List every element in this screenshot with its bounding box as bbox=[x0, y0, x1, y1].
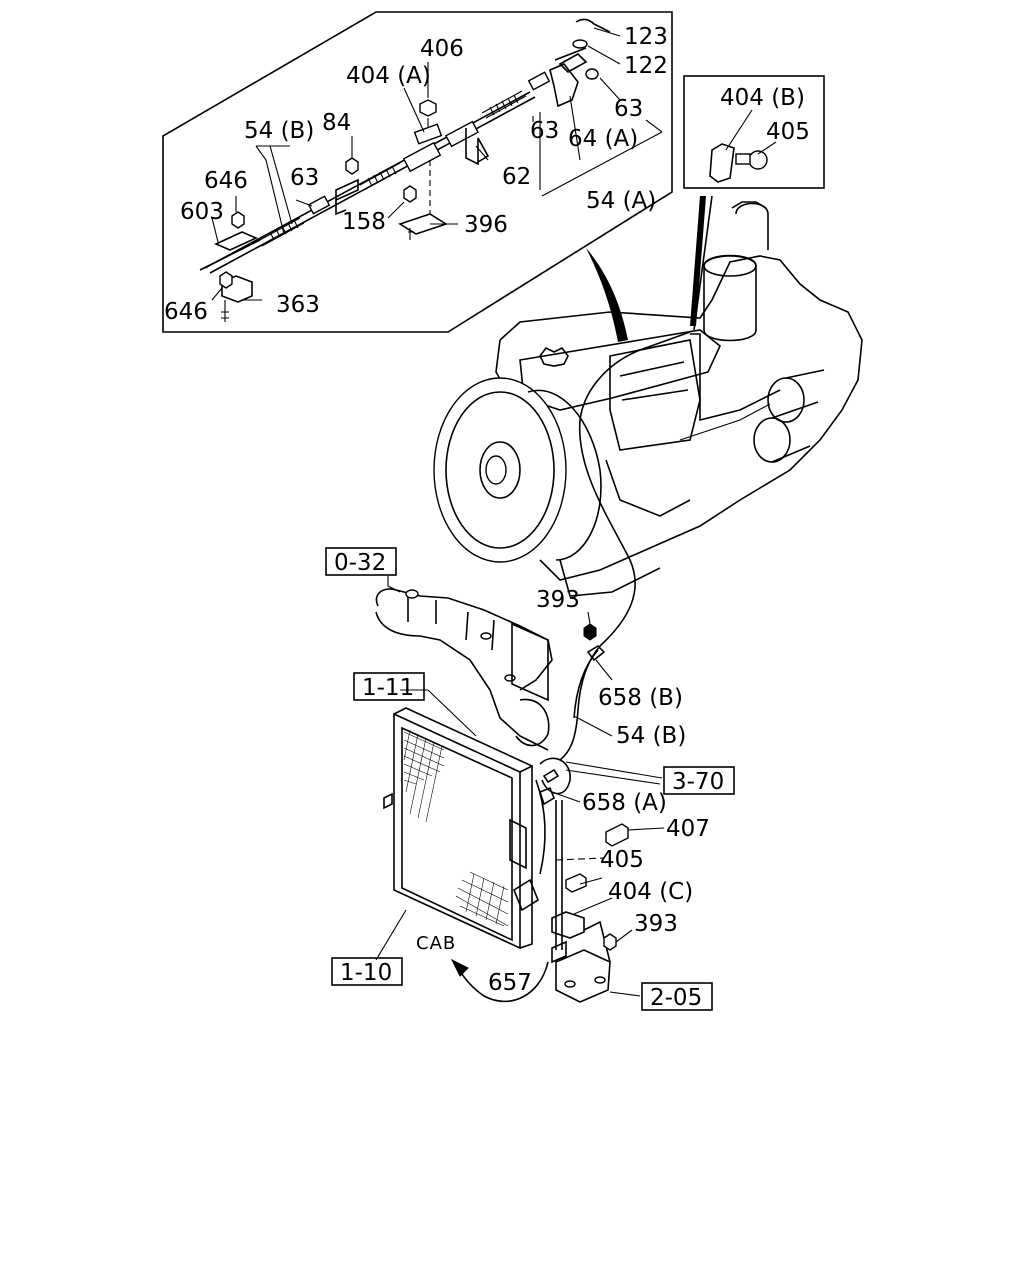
bracket-84 bbox=[335, 157, 359, 216]
callout-646-bottom: 646 bbox=[164, 299, 208, 325]
callout-658b: 658 (B) bbox=[598, 685, 683, 711]
callout-64a: 64 (A) bbox=[568, 126, 638, 152]
callout-84: 84 bbox=[322, 110, 351, 136]
callout-393-bottom: 393 bbox=[634, 911, 678, 937]
lower-leaders bbox=[375, 576, 665, 997]
callout-396: 396 bbox=[464, 212, 508, 238]
reference-labels: 0-32 1-11 3-70 1-10 2-05 bbox=[334, 550, 724, 1011]
radiator bbox=[383, 707, 571, 950]
callout-405-inset: 405 bbox=[766, 119, 810, 145]
callout-658a: 658 (A) bbox=[582, 790, 667, 816]
callout-393-top: 393 bbox=[536, 587, 580, 613]
lower-cable bbox=[450, 623, 629, 1003]
radiator-mesh bbox=[403, 729, 509, 927]
callout-54a: 54 (A) bbox=[586, 188, 656, 214]
cab-label: CAB bbox=[416, 933, 456, 954]
callout-603: 603 bbox=[180, 199, 224, 225]
pulley bbox=[433, 377, 602, 563]
bracket-64a bbox=[549, 63, 599, 108]
bracket-62 bbox=[465, 128, 490, 166]
callout-363: 363 bbox=[276, 292, 320, 318]
callout-657: 657 bbox=[488, 970, 532, 996]
callout-63-mid: 63 bbox=[290, 165, 319, 191]
reference-boxes bbox=[325, 547, 735, 1011]
clip-122-123 bbox=[554, 18, 611, 73]
inset-panel bbox=[586, 75, 825, 342]
ref-1-11: 1-11 bbox=[362, 675, 414, 701]
bracket-603 bbox=[199, 211, 261, 322]
callout-122: 122 bbox=[624, 53, 668, 79]
callout-123: 123 bbox=[624, 24, 668, 50]
callout-63-right: 63 bbox=[530, 118, 559, 144]
callout-404b: 404 (B) bbox=[720, 85, 805, 111]
nut-406 bbox=[413, 99, 443, 145]
callout-404a: 404 (A) bbox=[346, 63, 431, 89]
intake-pipe bbox=[375, 588, 553, 751]
ref-0-32: 0-32 bbox=[334, 550, 386, 576]
callout-646-top: 646 bbox=[204, 168, 248, 194]
bracket-396 bbox=[398, 160, 448, 240]
ref-3-70: 3-70 bbox=[672, 769, 724, 795]
callout-407: 407 bbox=[666, 816, 710, 842]
callout-54b-top: 54 (B) bbox=[244, 118, 314, 144]
engine-assembly bbox=[433, 201, 863, 647]
callout-158: 158 bbox=[342, 209, 386, 235]
callout-62: 62 bbox=[502, 164, 531, 190]
callout-404c: 404 (C) bbox=[608, 879, 693, 905]
callout-405-bottom: 405 bbox=[600, 847, 644, 873]
throttle-cable-assembly bbox=[204, 71, 551, 274]
detail-leaders bbox=[211, 27, 663, 301]
ref-1-10: 1-10 bbox=[340, 960, 392, 986]
callout-labels: 123 122 406 404 (A) 63 64 (A) 54 (B) 84 … bbox=[164, 24, 810, 996]
callout-406: 406 bbox=[420, 36, 464, 62]
callout-63-top: 63 bbox=[614, 96, 643, 122]
callout-54b-mid: 54 (B) bbox=[616, 723, 686, 749]
detail-panel bbox=[162, 11, 673, 333]
ref-2-05: 2-05 bbox=[650, 985, 702, 1011]
